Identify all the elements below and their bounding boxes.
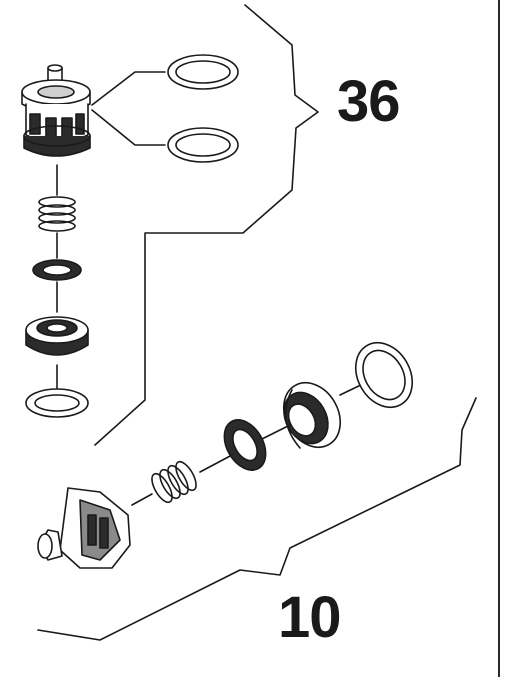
callout-number-10: 10 <box>278 585 342 650</box>
oring-bottom-vertical <box>25 388 89 418</box>
page-border-line <box>498 0 500 677</box>
leader-oring-bottom <box>91 109 166 146</box>
oring-bottom <box>167 127 239 163</box>
spring-horizontal <box>151 460 197 504</box>
valve-seat <box>25 316 89 356</box>
axis-line-h4 <box>131 493 153 506</box>
leader-oring-top <box>91 71 166 106</box>
callout-number-36: 36 <box>337 69 401 134</box>
axis-line-h2 <box>259 424 291 441</box>
valve-cage-top <box>21 64 91 157</box>
bracket-36 <box>94 4 319 446</box>
valve-seat-horizontal <box>282 382 342 449</box>
seal-ring-small <box>32 259 82 281</box>
valve-cage-horizontal <box>37 487 131 569</box>
oring-large-right <box>354 342 414 408</box>
oring-top <box>167 54 239 90</box>
axis-line-h3 <box>199 454 233 473</box>
spring-vertical <box>38 196 76 232</box>
bracket-10 <box>37 397 477 641</box>
seal-ring-horizontal <box>223 419 267 471</box>
